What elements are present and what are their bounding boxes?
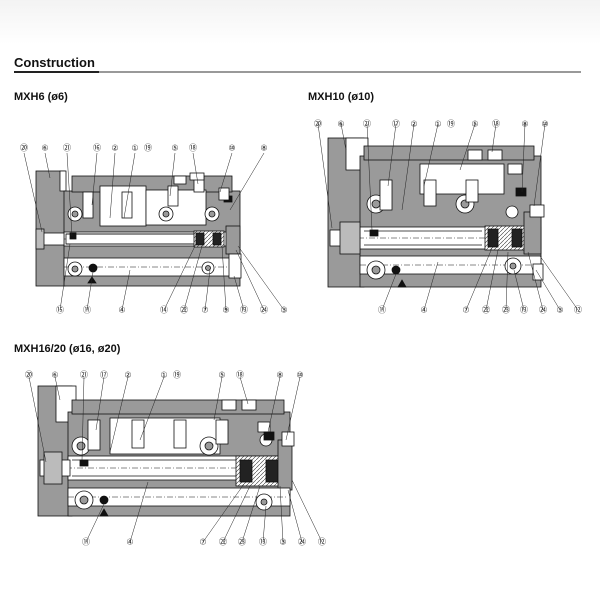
callout-number: ⑦ [462, 306, 469, 315]
callout-number: ⑬ [240, 306, 248, 315]
construction-heading: Construction [14, 55, 95, 70]
callout-number: ④ [420, 306, 427, 315]
top-band [0, 0, 600, 44]
callout-number: ⑬ [520, 306, 528, 315]
callout-number: ⑩ [228, 144, 235, 153]
callout-number: ㉒ [482, 306, 490, 315]
callout-number: ② [410, 120, 417, 129]
callout-number: ① [131, 144, 138, 153]
callout-number: ④ [118, 306, 125, 315]
callout-number: ㉓ [502, 306, 510, 315]
callout-number: ⑤ [171, 144, 178, 153]
callout-number: ④ [126, 538, 133, 547]
callout-number: ⑰ [100, 371, 108, 380]
callout-number: ㉔ [298, 538, 306, 547]
callout-number: ⑪ [82, 538, 90, 547]
callout-number: ⑲ [173, 371, 181, 380]
callout-number: ㉔ [260, 306, 268, 315]
callout-number: ⑨ [222, 306, 229, 315]
callout-number: ⑳ [20, 144, 28, 153]
callout-number: ③ [556, 306, 563, 315]
callout-number: ⑧ [521, 120, 528, 129]
callout-number: ㉑ [363, 120, 371, 129]
callout-number: ⑦ [199, 538, 206, 547]
callout-number: ⑱ [492, 120, 500, 129]
callout-number: ③ [279, 538, 286, 547]
callout-number: ③ [280, 306, 287, 315]
callout-number: ② [111, 144, 118, 153]
callout-number: ㉒ [219, 538, 227, 547]
callout-number: ⑬ [259, 538, 267, 547]
callout-number: ① [160, 371, 167, 380]
callout-number: ⑲ [144, 144, 152, 153]
section-title-mxh6: MXH6 (ø6) [14, 91, 68, 103]
callout-number: ⑩ [296, 371, 303, 380]
callout-number: ⑩ [541, 120, 548, 129]
callout-number: ㉔ [539, 306, 547, 315]
heading-underline [14, 71, 99, 73]
callout-number: ⑧ [276, 371, 283, 380]
callout-number: ⑥ [337, 120, 344, 129]
section-title-mxh10: MXH10 (ø10) [308, 91, 375, 103]
callout-number: ㉑ [63, 144, 71, 153]
callout-number: ② [124, 371, 131, 380]
callout-number: ⑳ [314, 120, 322, 129]
callout-number: ⑱ [236, 371, 244, 380]
drawing-mxh10 [327, 137, 545, 288]
callout-number: ⑪ [83, 306, 91, 315]
callout-number: ⑯ [93, 144, 101, 153]
callout-number: ⑭ [160, 306, 168, 315]
section-title-mxh16-20: MXH16/20 (ø16, ø20) [14, 343, 121, 355]
callout-number: ⑦ [201, 306, 208, 315]
callout-number: ⑲ [447, 120, 455, 129]
heading-rule [99, 71, 581, 73]
callout-number: ⑫ [574, 306, 582, 315]
drawing-mxh16-20 [37, 385, 295, 517]
callout-number: ⑫ [318, 538, 326, 547]
callout-number: ⑪ [378, 306, 386, 315]
callout-number: ⑤ [471, 120, 478, 129]
drawing-mxh6 [35, 170, 242, 287]
leader-lines [23, 123, 579, 543]
callout-number: ⑳ [25, 371, 33, 380]
callout-number: ⑤ [218, 371, 225, 380]
callout-number: ① [434, 120, 441, 129]
callout-number: ⑱ [189, 144, 197, 153]
callout-number: ⑥ [51, 371, 58, 380]
callout-number: ㉒ [180, 306, 188, 315]
callout-number: ⑧ [260, 144, 267, 153]
callout-number: ㉓ [238, 538, 246, 547]
callout-number: ⑥ [41, 144, 48, 153]
callout-number: ㉑ [80, 371, 88, 380]
callout-number: ⑮ [56, 306, 64, 315]
callout-number: ⑰ [392, 120, 400, 129]
